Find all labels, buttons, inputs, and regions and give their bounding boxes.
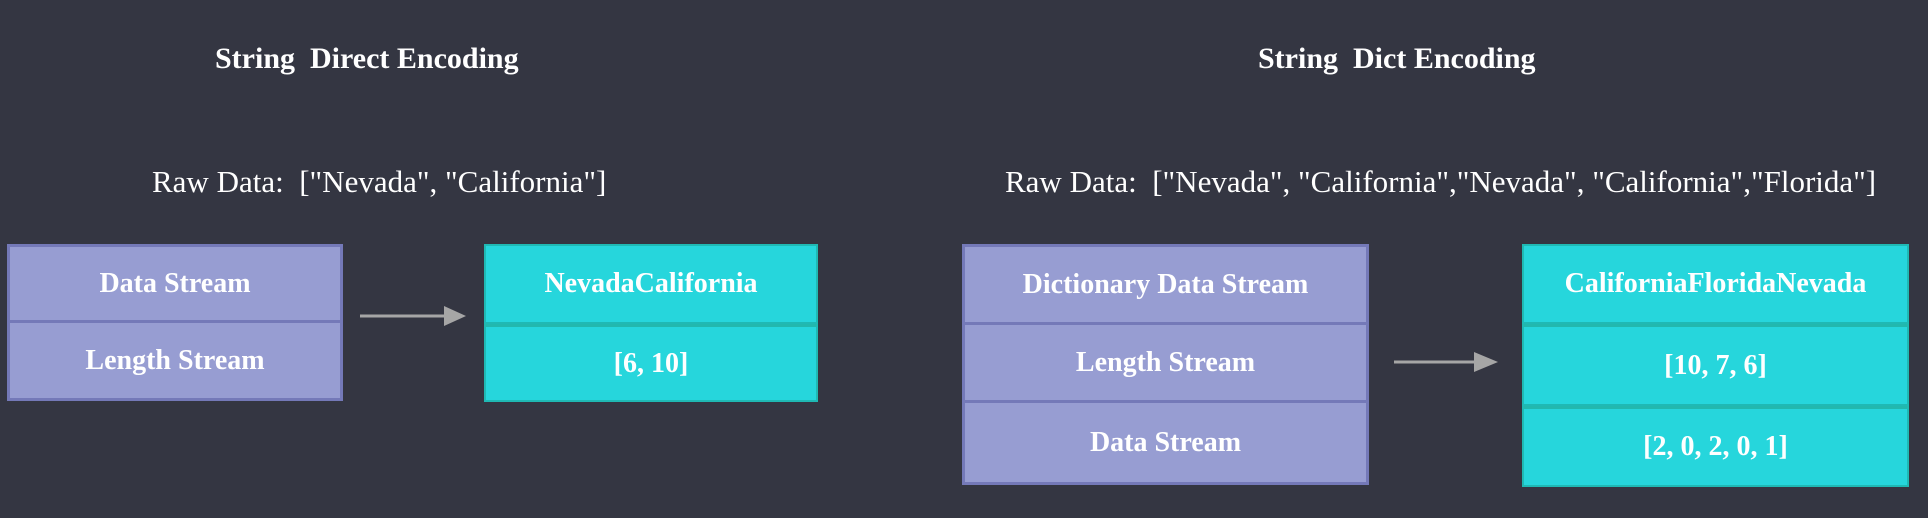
direct-arrow-icon xyxy=(360,306,466,326)
dict-raw-data: Raw Data: ["Nevada", "California","Nevad… xyxy=(1005,164,1877,199)
direct-data-value-box: NevadaCalifornia xyxy=(484,244,818,324)
dict-data-stream-box: Data Stream xyxy=(962,403,1369,485)
dict-data-value-box: [2, 0, 2, 0, 1] xyxy=(1522,406,1909,487)
direct-value-stack: NevadaCalifornia [6, 10] xyxy=(484,244,818,402)
dict-stream-stack: Dictionary Data Stream Length Stream Dat… xyxy=(962,244,1369,485)
dict-dictionary-data-stream-box: Dictionary Data Stream xyxy=(962,244,1369,325)
dict-length-stream-box: Length Stream xyxy=(962,325,1369,403)
dict-length-value-box: [10, 7, 6] xyxy=(1522,324,1909,406)
direct-data-stream-box: Data Stream xyxy=(7,244,343,323)
dict-encoding-title: String Dict Encoding xyxy=(1258,42,1536,75)
direct-length-value-box: [6, 10] xyxy=(484,324,818,402)
direct-encoding-title: String Direct Encoding xyxy=(215,42,519,75)
direct-length-stream-box: Length Stream xyxy=(7,323,343,401)
dict-dictionary-value-box: CaliforniaFloridaNevada xyxy=(1522,244,1909,324)
direct-stream-stack: Data Stream Length Stream xyxy=(7,244,343,401)
dict-value-stack: CaliforniaFloridaNevada [10, 7, 6] [2, 0… xyxy=(1522,244,1909,487)
direct-raw-data: Raw Data: ["Nevada", "California"] xyxy=(152,164,607,199)
dict-arrow-icon xyxy=(1394,352,1498,372)
